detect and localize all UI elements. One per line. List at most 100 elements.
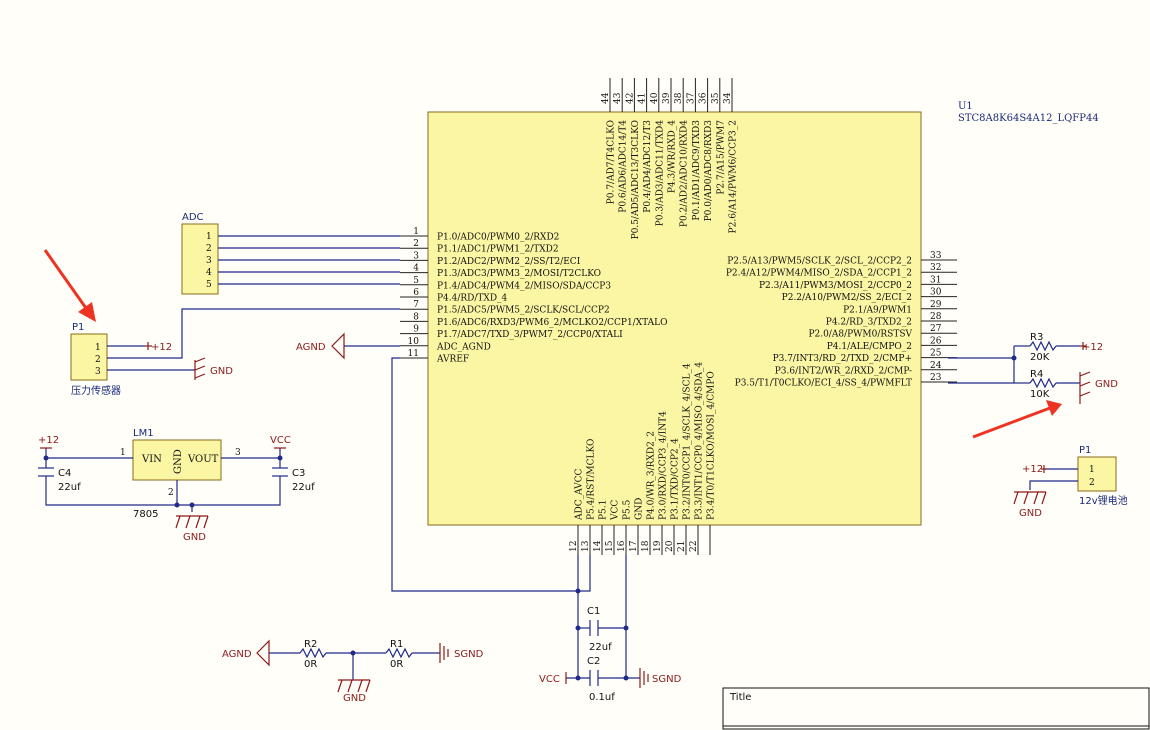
r3-ref: R3 — [1030, 332, 1043, 343]
u1-pin-number: 30 — [930, 288, 942, 298]
sensor-pin-3: 3 — [95, 367, 101, 377]
r3-symbol — [1029, 340, 1057, 352]
red-arrow-right — [972, 400, 1062, 439]
u1-pin-label: ADC_AGND — [436, 342, 491, 352]
title-label: Title — [729, 692, 751, 703]
u1-pin-label: P2.5/A13/PWM5/SCLK_2/SCL_2/CCP2_2 — [727, 257, 912, 267]
c2-vcc-net: VCC — [539, 674, 560, 685]
u1-pin-number: 9 — [413, 325, 419, 335]
u1-pin-label: P3.6/INT2/WR_2/RXD_2/CMP- — [775, 366, 912, 376]
c3-ref: C3 — [292, 468, 305, 479]
u1-pin-label: P3.0/RXD/CCP3_4/INT4 — [659, 411, 669, 520]
sensor-name: 压力传感器 — [71, 384, 121, 397]
lm1-junction-out — [277, 455, 283, 461]
u1-pin-label: P1.6/ADC6/RXD3/PWM6_2/MCLKO2/CCP1/XTALO — [437, 318, 667, 328]
battery-pin-1: 1 — [1089, 465, 1095, 475]
u1-pin-number: 38 — [674, 92, 684, 104]
u1-pin-label: P2.0/A8/PWM0/RSTSV — [808, 330, 912, 340]
battery-name: 12v锂电池 — [1079, 494, 1128, 507]
u1-pin-number: 14 — [593, 540, 603, 552]
c2-value: 0.1uf — [589, 692, 615, 703]
u1-pin-number: 1 — [413, 227, 419, 237]
u1-pin-number: 44 — [601, 92, 611, 104]
u1-pin-label: P3.4/T0/T1CLKO/MOSI_4/CMPO — [707, 371, 717, 520]
u1-pin-number: 31 — [930, 275, 941, 285]
u1-pin-label: P4.4/RD/TXD_4 — [437, 294, 508, 304]
sensor-pin-2: 2 — [95, 355, 101, 365]
u1-pin-label: P1.3/ADC3/PWM3_2/MOSI/T2CLKO — [437, 269, 601, 279]
u1-pin-label: P0.6/AD6/ADC14/T4 — [619, 120, 629, 213]
lm1-junction-gnd — [174, 502, 180, 508]
u1-pin-label: P3.7/INT3/RD_2/TXD_2/CMP+ — [773, 354, 912, 364]
lm1-out-net: VCC — [270, 435, 291, 446]
r3-value: 20K — [1030, 352, 1050, 363]
bottom-pin-wires — [566, 555, 640, 679]
u1-pin-number: 21 — [677, 541, 687, 552]
adc-connector[interactable] — [181, 223, 219, 295]
r1-ref: R1 — [390, 639, 403, 650]
lm1-pin3: 3 — [235, 448, 241, 458]
u1-pin-label: P2.6/A14/PWM6/CCP3_2 — [729, 120, 739, 233]
u1-right-pins: 33P2.5/A13/PWM5/SCLK_2/SCL_2/CCP2_232P2.… — [726, 251, 957, 389]
agnd-flag-symbol — [331, 332, 345, 360]
lm1-pin1: 1 — [120, 448, 126, 458]
r4-value: 10K — [1030, 389, 1050, 400]
r2-ref: R2 — [304, 639, 317, 650]
adc-pin-3: 3 — [206, 256, 212, 266]
u1-pin-number: 16 — [617, 540, 627, 552]
r2-r1-junction — [350, 650, 356, 656]
u1-pin-label: P1.4/ADC4/PWM4_2/MISO/SDA/CCP3 — [437, 281, 611, 291]
u1-pin-number: 24 — [930, 361, 942, 371]
u1-pin-label: P1.0/ADC0/PWM0_2/RXD2 — [437, 233, 559, 243]
u1-part: STC8A8K64S4A12_LQFP44 — [958, 113, 1099, 124]
red-arrow-left — [43, 249, 96, 322]
u1-pin-number: 4 — [413, 264, 419, 274]
u1-pin-label: P3.2/INT0/CCP1_4/SCLK_4/SCL_4 — [683, 363, 693, 520]
agnd-flag-label: AGND — [296, 342, 326, 353]
r1-sgnd-net: SGND — [454, 649, 484, 660]
battery-connector[interactable] — [1077, 456, 1117, 492]
u1-pin-number: 33 — [930, 251, 942, 261]
c3-symbol — [272, 467, 288, 477]
u1-pin-label: P0.0/AD0/ADC8/RXD3 — [704, 120, 714, 222]
u1-pin-number: 28 — [930, 312, 942, 322]
u1-top-pins: 44P0.7/AD7/T4CLKO43P0.6/AD6/ADC14/T442P0… — [601, 78, 739, 239]
u1-pin-number: 25 — [930, 349, 942, 359]
c4-value: 22uf — [58, 482, 81, 493]
lm1-part: 7805 — [133, 509, 158, 520]
u1-pin-number: 41 — [638, 93, 648, 104]
r2-gnd-symbol — [337, 679, 371, 693]
u1-pin-number: 29 — [930, 300, 942, 310]
u1-chip[interactable] — [427, 111, 922, 526]
u1-pin-number: 36 — [699, 92, 709, 104]
u1-pin-number: 42 — [625, 93, 635, 104]
junction-avcc — [575, 588, 581, 594]
u1-body — [427, 111, 922, 526]
sensor-connector[interactable] — [70, 333, 108, 381]
r3-net: +12 — [1082, 342, 1103, 353]
u1-pin-number: 34 — [723, 92, 733, 104]
u1-pin-label: P5.4/RST/MCLKO — [587, 439, 597, 520]
divider-wires — [948, 345, 1080, 384]
divider-junction — [1011, 355, 1017, 361]
lm1-vin: VIN — [141, 454, 162, 465]
u1-pin-number: 15 — [605, 540, 615, 552]
u1-pin-label: VCC — [611, 500, 621, 521]
u1-pin-number: 35 — [711, 92, 721, 104]
adc-ref: ADC — [182, 212, 204, 223]
lm1-junction-in — [43, 455, 49, 461]
u1-pin-label: P3.5/T1/T0CLKO/ECI_4/SS_4/PWMFLT — [735, 379, 912, 389]
battery-ref: P1 — [1079, 445, 1091, 456]
u1-pin-label: P0.1/AD1/ADC9/TXD3 — [692, 120, 702, 221]
u1-pin-label: P2.3/A11/PWM3/MOSI_2/CCP0_2 — [759, 281, 912, 291]
u1-pin-number: 23 — [930, 373, 942, 383]
lm1-in-net: +12 — [38, 435, 59, 446]
u1-pin-label: P0.2/AD2/ADC10/RXD4 — [680, 120, 690, 227]
u1-pin-label: P1.7/ADC7/TXD_3/PWM7_2/CCP0/XTALI — [437, 330, 623, 340]
u1-pin-number: 37 — [686, 92, 696, 104]
lm1-body[interactable] — [132, 439, 222, 481]
u1-left-pins: 1P1.0/ADC0/PWM0_2/RXD22P1.1/ADC1/PWM1_2/… — [400, 227, 667, 365]
r1-symbol — [385, 647, 413, 659]
r1-sgnd-symbol — [439, 643, 449, 663]
